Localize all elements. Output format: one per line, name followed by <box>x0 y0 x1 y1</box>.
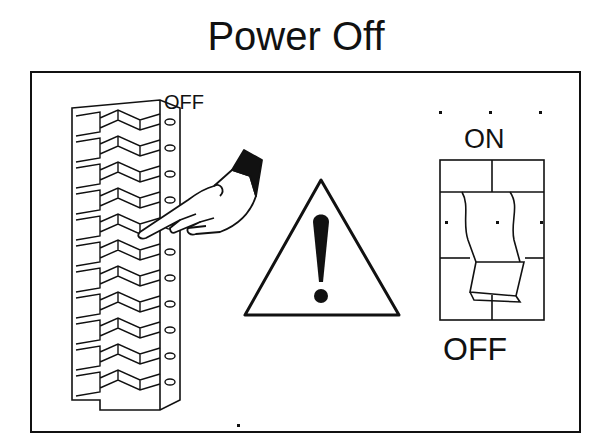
panel-off-label: OFF <box>164 92 204 112</box>
toggle-switch <box>440 160 544 320</box>
pointing-hand <box>138 150 262 239</box>
warning-triangle <box>245 180 399 315</box>
dots <box>237 111 543 427</box>
on-label: ON <box>464 126 505 153</box>
breaker-panel <box>72 100 180 410</box>
breaker-rows <box>76 110 175 396</box>
off-label: OFF <box>443 333 507 365</box>
title: Power Off <box>207 16 384 56</box>
frame <box>31 72 580 432</box>
